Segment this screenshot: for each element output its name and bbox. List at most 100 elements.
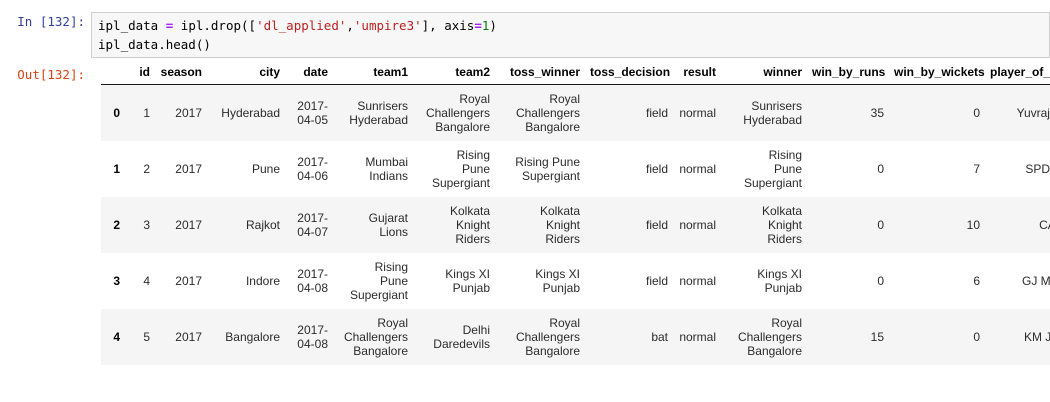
column-header-season: season [155,65,207,85]
cell-result: normal [673,309,721,365]
column-header-team1: team1 [333,65,413,85]
cell-win-by-wickets: 10 [889,197,985,253]
cell-date: 2017- 04-05 [285,84,333,141]
cell-win-by-runs: 15 [807,309,889,365]
code-token-comma: , [346,18,354,33]
cell-city: Indore [207,253,285,309]
cell-toss-decision: field [585,141,673,197]
code-line-1: ipl_data = ipl.drop(['dl_applied','umpir… [98,16,1049,35]
table-header-row: id season city date team1 team2 toss_win… [101,65,1050,85]
cell-date: 2017- 04-08 [285,253,333,309]
cell-id: 3 [125,197,155,253]
cell-team1: Royal Challengers Bangalore [333,309,413,365]
cell-season: 2017 [155,197,207,253]
table-row: 1 2 2017 Pune 2017- 04-06 Mumbai Indians… [101,141,1050,197]
code-token-axis-kwarg: ], axis [421,18,475,33]
cell-toss-winner: Kolkata Knight Riders [495,197,585,253]
cell-result: normal [673,197,721,253]
column-header-index [101,65,125,85]
cell-player-of-match: CA Lynn [985,197,1050,253]
cell-toss-decision: field [585,197,673,253]
cell-team2: Kolkata Knight Riders [413,197,495,253]
code-editor[interactable]: ipl_data = ipl.drop(['dl_applied','umpir… [91,12,1050,58]
table-row: 4 5 2017 Bangalore 2017- 04-08 Royal Cha… [101,309,1050,365]
cell-city: Bangalore [207,309,285,365]
cell-city: Rajkot [207,197,285,253]
column-header-win-by-runs: win_by_runs [807,65,889,85]
column-header-team2: team2 [413,65,495,85]
cell-toss-winner: Rising Pune Supergiant [495,141,585,197]
row-index: 2 [101,197,125,253]
cell-winner: Rising Pune Supergiant [721,141,807,197]
cell-team2: Delhi Daredevils [413,309,495,365]
code-line-2: ipl_data.head() [98,37,211,52]
cell-winner: Sunrisers Hyderabad [721,84,807,141]
cell-toss-decision: field [585,84,673,141]
table-row: 2 3 2017 Rajkot 2017- 04-07 Gujarat Lion… [101,197,1050,253]
cell-date: 2017- 04-08 [285,309,333,365]
cell-win-by-wickets: 0 [889,84,985,141]
cell-win-by-runs: 35 [807,84,889,141]
row-index: 4 [101,309,125,365]
cell-player-of-match: SPD Smith [985,141,1050,197]
cell-date: 2017- 04-07 [285,197,333,253]
cell-win-by-wickets: 7 [889,141,985,197]
input-cell: In [132]: ipl_data = ipl.drop(['dl_appli… [0,0,1050,58]
cell-id: 2 [125,141,155,197]
row-index: 0 [101,84,125,141]
code-token-assign-target: ipl_data [98,18,166,33]
cell-date: 2017- 04-06 [285,141,333,197]
cell-toss-decision: field [585,253,673,309]
column-header-player-of-match: player_of_match [985,65,1050,85]
cell-result: normal [673,141,721,197]
cell-season: 2017 [155,253,207,309]
cell-team2: Rising Pune Supergiant [413,141,495,197]
cell-player-of-match: GJ Maxwell [985,253,1050,309]
cell-result: normal [673,84,721,141]
column-header-toss-winner: toss_winner [495,65,585,85]
column-header-winner: winner [721,65,807,85]
cell-win-by-runs: 0 [807,141,889,197]
cell-win-by-runs: 0 [807,197,889,253]
cell-win-by-wickets: 6 [889,253,985,309]
table-body: 0 1 2017 Hyderabad 2017- 04-05 Sunrisers… [101,84,1050,365]
output-prompt: Out[132]: [17,67,85,82]
code-token-equals-2: = [474,18,482,33]
code-token-string-dl-applied: 'dl_applied' [256,18,347,33]
code-token-string-umpire3: 'umpire3' [353,18,422,33]
cell-toss-decision: bat [585,309,673,365]
cell-season: 2017 [155,141,207,197]
cell-id: 4 [125,253,155,309]
cell-team2: Royal Challengers Bangalore [413,84,495,141]
cell-team1: Mumbai Indians [333,141,413,197]
cell-team2: Kings XI Punjab [413,253,495,309]
cell-toss-winner: Royal Challengers Bangalore [495,309,585,365]
output-cell: Out[132]: id season city date tea [0,58,1050,395]
table-header: id season city date team1 team2 toss_win… [101,65,1050,85]
cell-season: 2017 [155,84,207,141]
cell-team1: Sunrisers Hyderabad [333,84,413,141]
code-token-drop-call: ipl.drop([ [173,18,257,33]
cell-team1: Rising Pune Supergiant [333,253,413,309]
row-index: 3 [101,253,125,309]
table-row: 0 1 2017 Hyderabad 2017- 04-05 Sunrisers… [101,84,1050,141]
cell-player-of-match: KM Jadhav [985,309,1050,365]
row-index: 1 [101,141,125,197]
cell-city: Pune [207,141,285,197]
cell-player-of-match: Yuvraj Singh [985,84,1050,141]
code-token-number-1: 1 [481,18,490,33]
dataframe-table: id season city date team1 team2 toss_win… [101,65,1050,365]
column-header-toss-decision: toss_decision [585,65,673,85]
cell-id: 5 [125,309,155,365]
column-header-win-by-wickets: win_by_wickets [889,65,985,85]
cell-winner: Kings XI Punjab [721,253,807,309]
column-header-id: id [125,65,155,85]
table-row: 3 4 2017 Indore 2017- 04-08 Rising Pune … [101,253,1050,309]
dataframe-output: id season city date team1 team2 toss_win… [91,65,1050,395]
column-header-city: city [207,65,285,85]
cell-toss-winner: Royal Challengers Bangalore [495,84,585,141]
column-header-date: date [285,65,333,85]
column-header-result: result [673,65,721,85]
code-token-close-paren: ) [489,18,497,33]
